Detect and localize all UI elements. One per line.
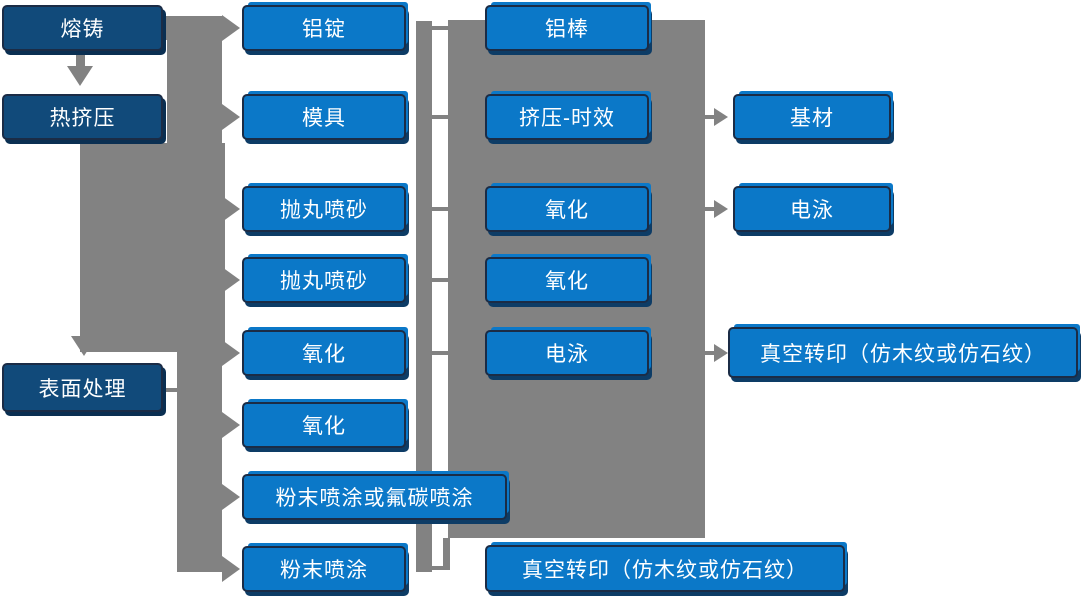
connector-row8-link — [430, 566, 450, 570]
node-jiya-shixiao: 挤压-时效 — [485, 94, 649, 140]
connector-row1-link — [430, 26, 450, 30]
node-lvbang: 铝棒 — [485, 5, 649, 51]
connector-row5-link — [430, 351, 450, 355]
connector-middle-bar — [416, 21, 432, 572]
node-dianyong-2: 电泳 — [733, 186, 891, 232]
arrow-right-to-fenmopentu-icon — [222, 556, 240, 582]
arrow-right-to-zhenkong-right-icon — [714, 344, 728, 362]
node-jicai: 基材 — [733, 94, 891, 140]
connector-left-band-lower — [177, 350, 222, 572]
connector-left-band-wide — [80, 143, 225, 352]
node-fenmopentu: 粉末喷涂 — [242, 546, 406, 592]
connector-row2-link — [430, 115, 450, 119]
node-fenmo-or-futan: 粉末喷涂或氟碳喷涂 — [242, 474, 507, 520]
node-yanghua-4: 氧化 — [485, 257, 649, 303]
node-paowanpensha-2: 抛丸喷砂 — [242, 257, 406, 303]
node-lvding: 铝锭 — [242, 5, 406, 51]
connector-zhenkong-tail — [705, 351, 714, 355]
node-yanghua-3: 氧化 — [485, 186, 649, 232]
connector-biaomianchuli-link — [163, 388, 179, 392]
connector-row3-link — [430, 207, 450, 211]
node-muju: 模具 — [242, 94, 406, 140]
connector-dianyong2-tail — [705, 207, 714, 211]
node-rejiya: 热挤压 — [2, 94, 163, 140]
arrow-right-to-lvding-icon — [222, 15, 240, 41]
arrow-right-to-muju-icon — [222, 104, 240, 130]
connector-row4-link — [430, 278, 450, 282]
node-biaomianchuli: 表面处理 — [2, 363, 163, 412]
arrow-down-to-rejiya-icon — [67, 66, 93, 86]
node-yanghua-2: 氧化 — [242, 402, 406, 448]
node-yanghua-1: 氧化 — [242, 330, 406, 376]
connector-rongzhu-down-stub — [76, 51, 85, 68]
arrow-right-to-paowanpensha1-icon — [222, 196, 240, 222]
arrow-right-to-yanghua2-icon — [222, 412, 240, 438]
arrow-right-to-yanghua1-icon — [222, 340, 240, 366]
arrow-right-to-dianyong2-icon — [714, 200, 728, 218]
node-zhenkong-bottom: 真空转印（仿木纹或仿石纹） — [485, 545, 845, 592]
node-dianyong-1: 电泳 — [485, 330, 649, 376]
connector-bottom-stub — [443, 538, 450, 568]
connector-jicai-tail — [705, 115, 714, 119]
arrow-right-to-paowanpensha2-icon — [222, 267, 240, 293]
node-zhenkong-right: 真空转印（仿木纹或仿石纹） — [728, 327, 1078, 378]
node-rongzhu: 熔铸 — [2, 5, 163, 51]
arrow-right-to-jicai-icon — [714, 108, 728, 126]
node-paowanpensha-1: 抛丸喷砂 — [242, 186, 406, 232]
arrow-down-to-biaomianchuli-icon — [71, 336, 97, 356]
arrow-right-to-fenmo-or-futan-icon — [222, 484, 240, 510]
